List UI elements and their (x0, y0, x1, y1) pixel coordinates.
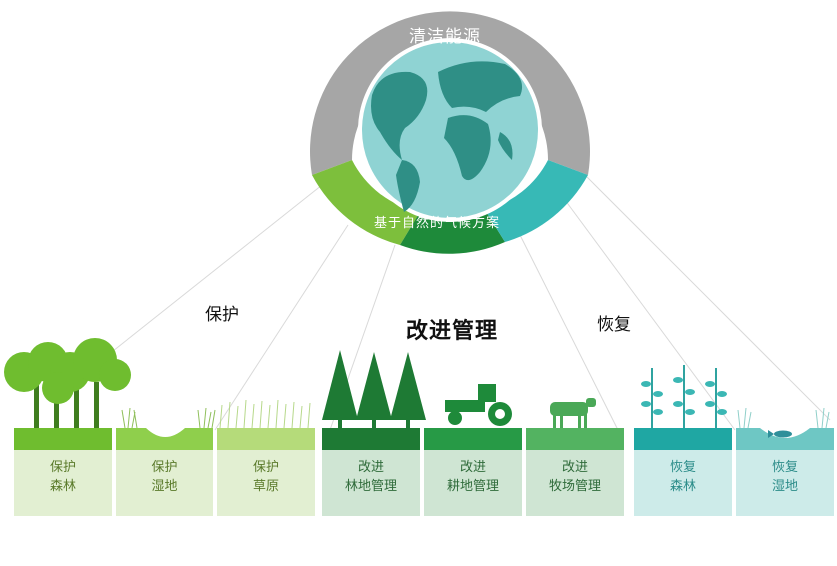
saplings-icon (641, 365, 727, 428)
globe-icon (358, 38, 542, 222)
card-improve-pasture: 改进 牧场管理 (526, 450, 624, 516)
restore-wetland-ground (736, 428, 834, 450)
card-protect-grassland: 保护 草原 (217, 450, 315, 516)
card-line2: 牧场管理 (548, 479, 601, 494)
category-protect: 保护 (205, 305, 239, 325)
card-improve-cropland: 改进 耕地管理 (424, 450, 522, 516)
forest-trees-icon (4, 338, 131, 428)
connector-lines (107, 174, 831, 431)
grassland-ground (217, 428, 315, 450)
card-line1: 保护 (151, 460, 178, 475)
pasture-ground (526, 428, 624, 450)
restore-forest-ground (634, 428, 732, 450)
fish-icon (768, 430, 792, 438)
card-improve-woodland: 改进 林地管理 (322, 450, 420, 516)
wetland-reeds-icon (737, 407, 830, 429)
woodland-ground (322, 428, 420, 450)
card-line1: 改进 (459, 460, 486, 475)
pine-trees-icon (322, 350, 426, 428)
cow-icon (550, 398, 596, 428)
card-protect-wetland: 保护 湿地 (116, 450, 213, 516)
card-protect-forest: 保护 森林 (14, 450, 112, 516)
card-line2: 森林 (669, 479, 696, 494)
clean-energy-label: 清洁能源 (409, 27, 481, 47)
card-line1: 保护 (252, 460, 279, 475)
card-line2: 耕地管理 (446, 479, 499, 494)
forest-ground (14, 428, 112, 450)
card-line1: 保护 (49, 460, 76, 475)
category-restore: 恢复 (597, 315, 631, 335)
grassland-icon (219, 399, 311, 429)
card-line1: 改进 (357, 460, 384, 475)
card-line1: 恢复 (669, 460, 696, 475)
card-line2: 湿地 (771, 479, 798, 494)
card-line2: 湿地 (151, 479, 178, 494)
card-line1: 恢复 (771, 460, 798, 475)
wetland-ground (116, 428, 213, 450)
category-improve: 改进管理 (406, 319, 499, 344)
tractor-icon (445, 384, 512, 426)
ring (310, 11, 591, 254)
card-restore-wetland: 恢复 湿地 (736, 450, 834, 516)
card-restore-forest: 恢复 森林 (634, 450, 732, 516)
nature-based-solutions-label: 基于自然的气候方案 (374, 216, 501, 231)
cropland-ground (424, 428, 522, 450)
card-line2: 森林 (49, 479, 76, 494)
card-line2: 林地管理 (344, 479, 397, 494)
card-line2: 草原 (252, 479, 279, 494)
card-line1: 改进 (561, 460, 588, 475)
wetland-grass-icon (121, 407, 216, 429)
